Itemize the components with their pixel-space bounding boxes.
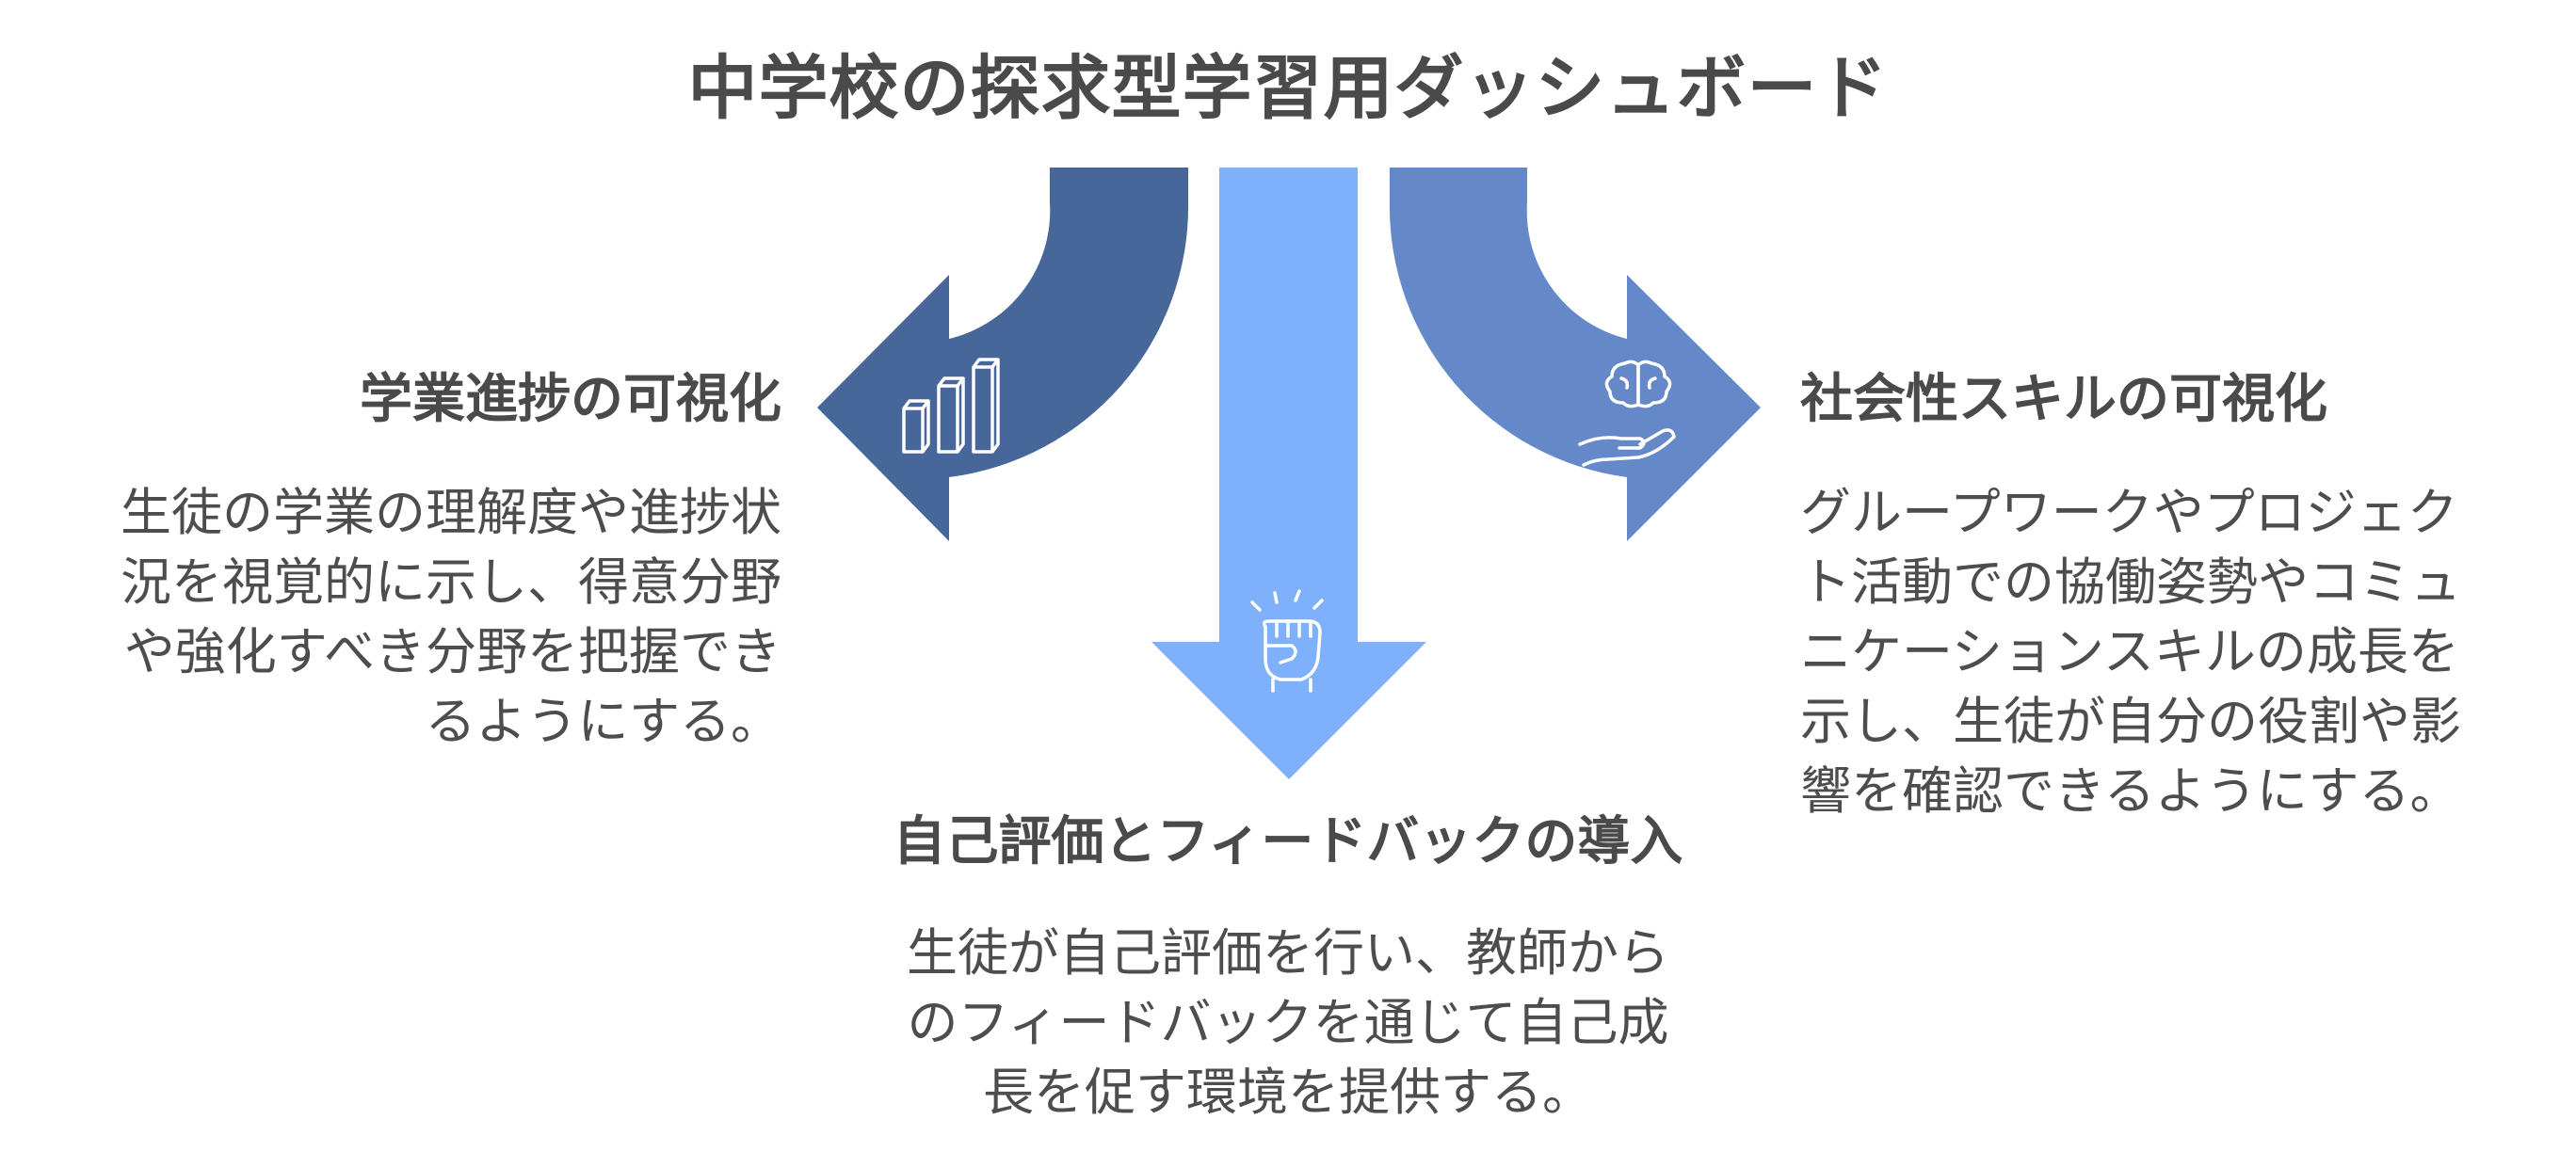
description-line: るようにする。 [425,692,781,751]
academic-progress-heading: 学業進捗の可視化 [360,369,781,430]
academic-progress-block: 学業進捗の可視化 生徒の学業の理解度や進捗状 況を視覚的に示し、得意分野 や強化… [28,367,781,757]
social-skills-block: 社会性スキルの可視化 グループワークやプロジェク ト活動での協働姿勢やコミュ ニ… [1800,367,2553,826]
academic-progress-description: 生徒の学業の理解度や進捗状 況を視覚的に示し、得意分野 や強化すべき分野を把握で… [28,478,781,757]
page-title: 中学校の探求型学習用ダッシュボード [687,48,1889,129]
center-arrow [1151,168,1426,779]
raised-fist-icon [1250,589,1324,693]
social-skills-heading: 社会性スキルの可視化 [1800,369,2327,430]
brain-in-hand-icon [1578,360,1676,467]
description-line: 響を確認できるようにする。 [1800,761,2461,821]
self-assessment-heading: 自己評価とフィードバックの導入 [893,811,1683,872]
description-line: ト活動での協働姿勢やコミュ [1800,552,2461,612]
description-line: ニケーションスキルの成長を [1800,622,2459,681]
self-assessment-block: 自己評価とフィードバックの導入 生徒が自己評価を行い、教師から のフィードバック… [817,809,1759,1128]
self-assessment-description: 生徒が自己評価を行い、教師から のフィードバックを通じて自己成 長を促す環境を提… [817,919,1759,1128]
description-line: 生徒が自己評価を行い、教師から [907,923,1669,983]
right-arrow [1389,168,1761,541]
description-line: グループワークやプロジェク [1800,483,2458,542]
description-line: や強化すべき分野を把握でき [123,622,781,681]
description-line: 況を視覚的に示し、得意分野 [121,552,781,612]
description-line: 示し、生徒が自分の役割や影 [1800,692,2461,751]
description-line: 生徒の学業の理解度や進捗状 [121,483,781,542]
bar-chart-icon [902,358,1000,454]
social-skills-description: グループワークやプロジェク ト活動での協働姿勢やコミュ ニケーションスキルの成長… [1800,478,2553,826]
description-line: のフィードバックを通じて自己成 [907,993,1669,1052]
description-line: 長を促す環境を提供する。 [983,1063,1593,1122]
left-arrow [817,168,1189,541]
